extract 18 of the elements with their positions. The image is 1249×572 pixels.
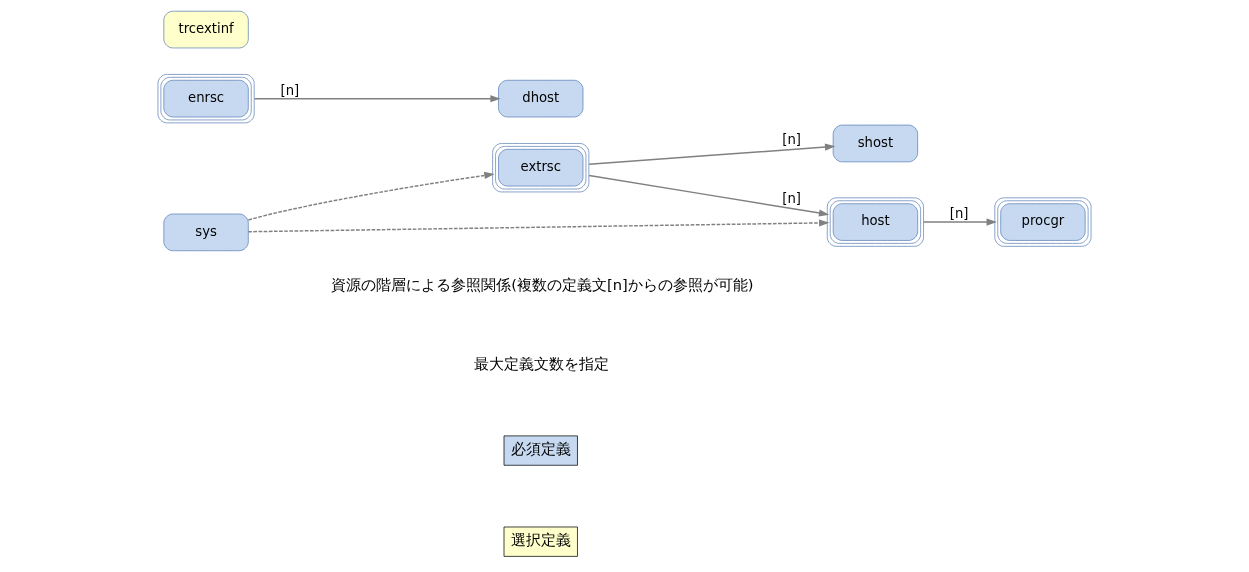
edge-label: [n] <box>949 205 969 221</box>
arrow <box>253 95 501 103</box>
node-box: dhost <box>498 79 584 118</box>
arrow <box>247 219 830 233</box>
arrow <box>588 174 830 217</box>
node-box: sys <box>163 213 249 252</box>
node-box: trcextinf <box>163 10 249 49</box>
legend-label: 必須定義 <box>510 440 571 458</box>
edge-label: [n] <box>782 132 802 148</box>
arrow <box>923 218 997 226</box>
arrow <box>588 143 836 165</box>
node-box: shost <box>832 124 919 163</box>
legend-label: 選択定義 <box>510 531 571 549</box>
edge-label: [n] <box>782 191 802 207</box>
legend-label: 資源の階層による参照関係(複数の定義文[n]からの参照が可能) <box>331 275 754 293</box>
legend-label: 最大定義文数を指定 <box>473 355 609 373</box>
edge-label: [n] <box>280 82 300 98</box>
arrow <box>247 171 495 221</box>
